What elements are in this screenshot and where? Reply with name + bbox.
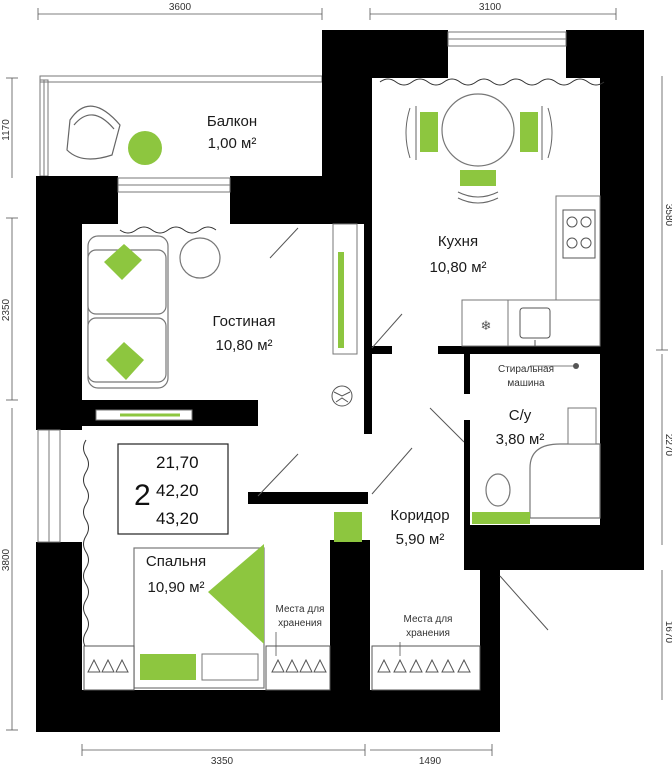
walls [36, 30, 644, 732]
kitchen-area: 10,80 м² [429, 259, 486, 276]
storage-right [371, 645, 481, 691]
bedroom-desk [95, 409, 193, 421]
dimension-lines [6, 8, 668, 756]
summary-box [117, 443, 229, 535]
bedroom-door-swing [257, 453, 299, 497]
bedroom-area: 10,90 м² [147, 579, 204, 596]
balcony-chair-icon [66, 105, 121, 160]
bathroom-area: 3,80 м² [496, 431, 545, 448]
sofa-icon [87, 235, 169, 389]
living-area: 10,80 м² [215, 337, 272, 354]
plant-icon [331, 385, 353, 407]
washer-note-line2: машина [507, 378, 545, 389]
kitchen-sink-icon [519, 307, 551, 346]
balcony-table-icon [128, 131, 162, 165]
balcony-name: Балкон [207, 113, 257, 130]
corridor-name: Коридор [390, 507, 449, 524]
bed-icon [133, 544, 265, 689]
dim-top-right: 3100 [479, 2, 502, 13]
corridor-area: 5,90 м² [396, 531, 445, 548]
storage-left [265, 645, 331, 691]
living-name: Гостиная [213, 313, 276, 330]
storage-bedroom-hangers [83, 645, 135, 691]
cushion-icon [104, 244, 144, 380]
kitchen-door-swing [371, 313, 403, 349]
tv-stand [332, 223, 358, 355]
corridor-accent [334, 512, 362, 542]
dim-top-left: 3600 [169, 2, 192, 13]
corridor-door-swing [371, 447, 413, 495]
area-total: 42,20 [156, 481, 199, 500]
dim-right-corridor: 1670 [663, 621, 672, 644]
dim-left-bedroom: 3800 [1, 548, 12, 571]
balcony-area: 1,00 м² [208, 135, 257, 152]
storage-right-note-line1: Места для [404, 614, 453, 625]
dim-bottom-left: 3350 [211, 756, 234, 767]
entrance-door-swing [499, 575, 549, 631]
kitchen-name: Кухня [438, 233, 478, 250]
round-table-icon [179, 237, 221, 279]
storage-right-note-line2: хранения [406, 628, 450, 639]
dim-right-kitchen: 3580 [663, 204, 672, 227]
bath-door-swing [429, 407, 465, 443]
washer-note-line1: Стиральная [498, 364, 554, 375]
bedroom-name: Спальня [146, 553, 206, 570]
dim-left-balcony: 1170 [1, 119, 12, 141]
curtains [83, 78, 605, 649]
kitchen-table-icon [441, 93, 515, 167]
bathroom-fixtures [472, 407, 601, 524]
dim-left-living: 2350 [1, 298, 12, 321]
bathroom-name: С/у [509, 407, 532, 424]
windows [37, 31, 567, 543]
dim-bottom-right: 1490 [419, 756, 442, 767]
storage-left-note-line1: Места для [276, 604, 325, 615]
dim-right-bath: 2270 [663, 434, 672, 457]
living-door-swing [269, 227, 299, 259]
stove-icon [562, 209, 596, 259]
fridge-snowflake-icon: ❄ [481, 318, 492, 333]
area-total-with-balcony: 43,20 [156, 509, 199, 528]
area-living: 21,70 [156, 453, 199, 472]
rooms-count: 2 [134, 479, 151, 512]
kitchen-chair-icon [405, 106, 553, 204]
storage-left-note-line2: хранения [278, 618, 322, 629]
